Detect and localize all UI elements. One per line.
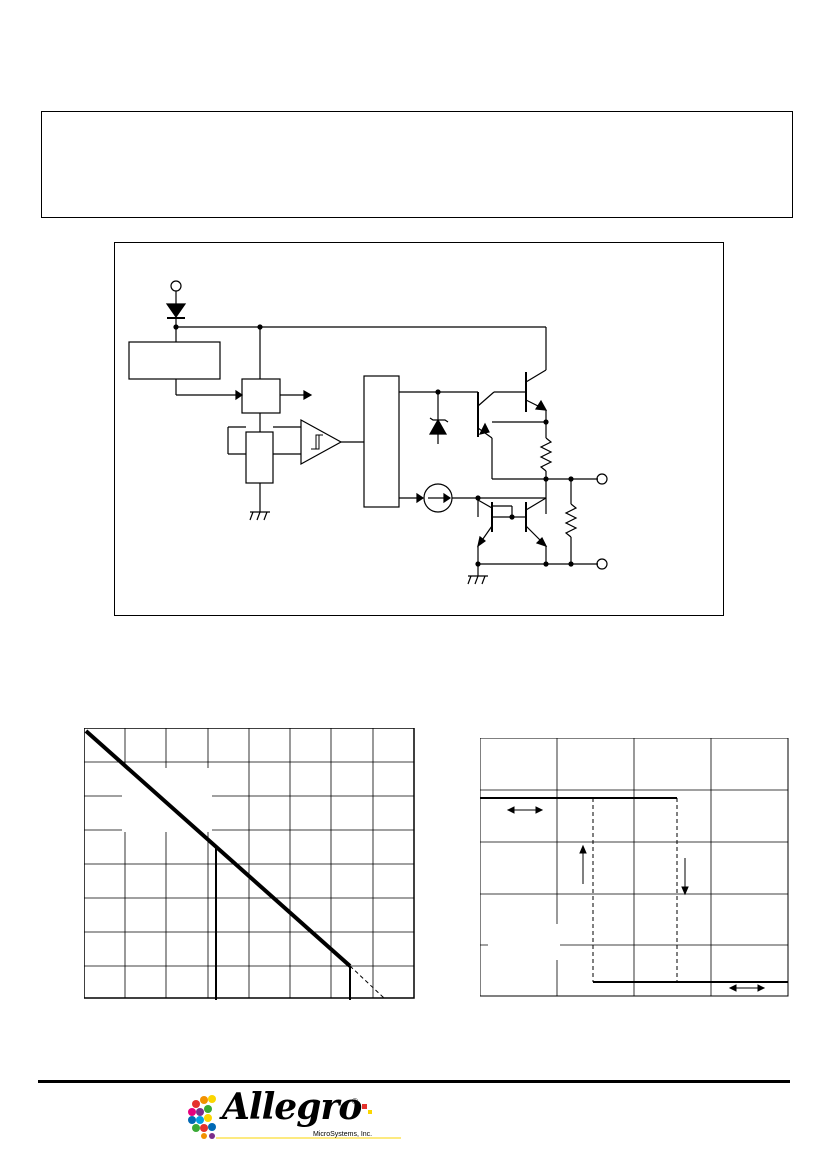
up-arrow-icon <box>579 844 587 884</box>
resistor-icon <box>564 479 578 564</box>
block-diagram <box>128 280 608 585</box>
chart-grid <box>84 728 414 998</box>
zener-diode-icon <box>428 417 449 435</box>
block-diagram-frame <box>114 242 724 616</box>
ground-terminal-icon <box>596 558 608 570</box>
npn-transistor-icon <box>525 369 548 412</box>
derating-chart <box>84 728 415 1000</box>
header-frame <box>41 111 793 218</box>
switching-chart <box>480 738 789 997</box>
down-arrow-icon <box>681 858 689 896</box>
double-arrow-icon <box>506 806 544 814</box>
derating-curve-extension <box>349 965 385 999</box>
footer-rule <box>38 1080 790 1083</box>
diode-icon <box>165 303 187 319</box>
logo-wordmark: Allegro <box>222 1086 362 1128</box>
schmitt-trigger-icon <box>300 418 343 466</box>
npn-transistor-icon <box>477 499 493 548</box>
supply-terminal-icon <box>170 280 182 292</box>
derating-curve <box>84 729 352 968</box>
hall-element <box>245 431 274 484</box>
resistor-icon <box>539 422 553 479</box>
logic-block <box>363 375 400 508</box>
ground-icon <box>467 575 488 585</box>
npn-transistor-icon <box>477 391 495 439</box>
amplifier-block <box>241 378 281 414</box>
npn-transistor-icon <box>525 497 548 548</box>
regulator-block <box>128 341 221 380</box>
double-arrow-icon <box>728 984 766 992</box>
logo-registered-mark: ® <box>352 1097 358 1106</box>
current-source-icon <box>423 483 453 513</box>
allegro-logo-icon <box>188 1095 401 1139</box>
logo-subtitle: MicroSystems, Inc. <box>313 1131 373 1138</box>
ground-icon <box>249 511 270 521</box>
output-terminal-icon <box>596 473 608 485</box>
